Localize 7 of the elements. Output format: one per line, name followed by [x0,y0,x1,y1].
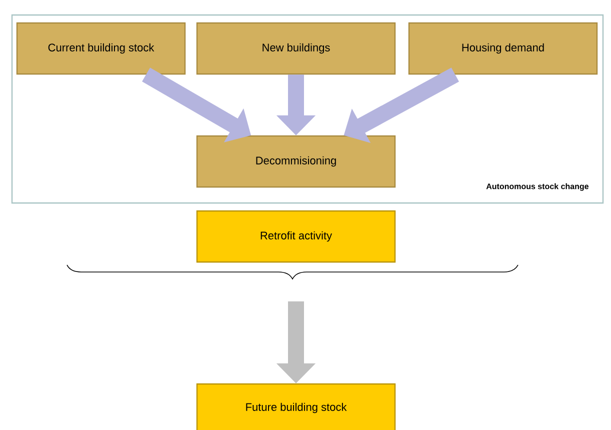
process-box: Housing demand [408,22,598,75]
process-box: Current building stock [16,22,186,75]
process-box: New buildings [196,22,396,75]
process-box: Future building stock [196,383,396,430]
group-label: Autonomous stock change [486,183,589,191]
process-box: Retrofit activity [196,210,396,263]
process-box: Decommisioning [196,135,396,188]
